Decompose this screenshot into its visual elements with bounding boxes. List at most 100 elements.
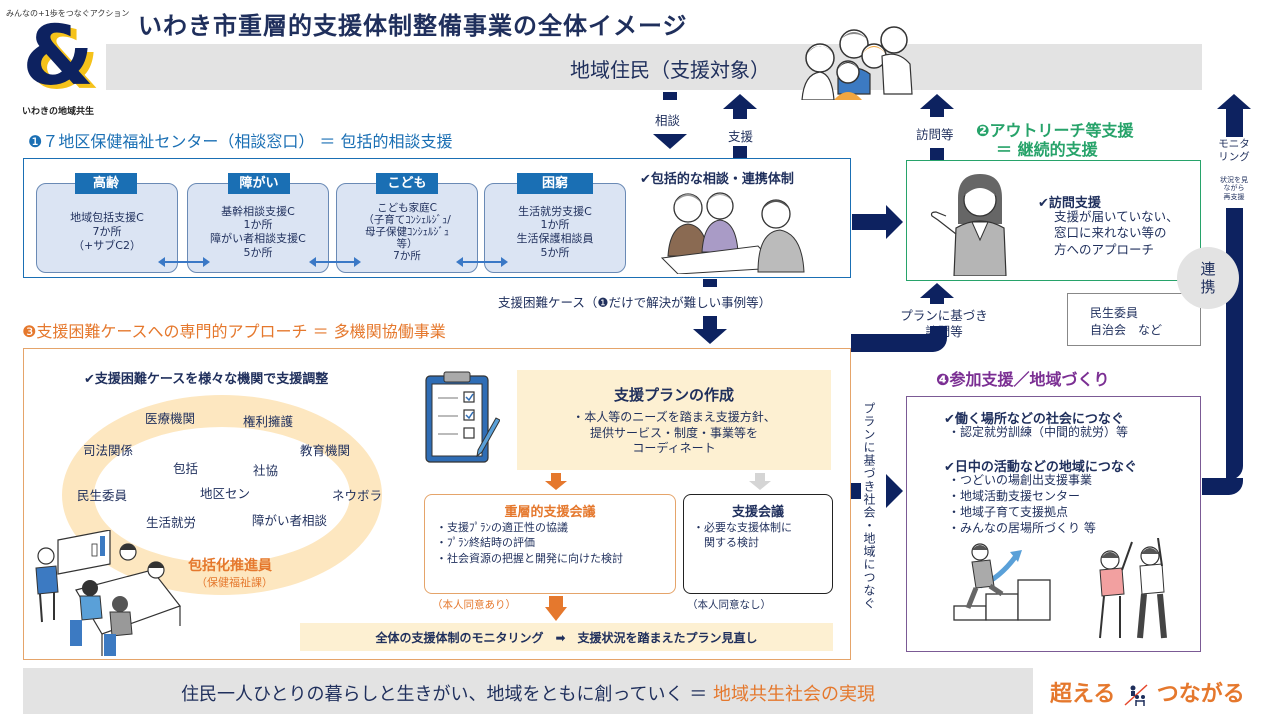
support-meeting-items: ・必要な支援体制に 関する検討 xyxy=(693,521,792,550)
category-box-disability[interactable]: 基幹相談支援C 1か所 障がい者相談支援C 5か所 xyxy=(187,183,329,273)
support-label: 支援 xyxy=(728,129,754,144)
org-label: 民生委員 xyxy=(77,488,128,503)
residents-band xyxy=(106,44,1202,90)
section2-subtitle: ＝ 継続的支援 xyxy=(996,140,1098,159)
participation-item: ・地域活動支援センター xyxy=(948,489,1081,503)
visit-support-title: ✔訪問支援 xyxy=(1038,196,1101,211)
page-title: いわき市重層的支援体制整備事業の全体イメージ xyxy=(138,12,688,40)
footer-band xyxy=(23,668,1033,714)
difficult-case-arrow-shaft xyxy=(703,316,717,330)
section4-title: ❹参加支援／地域づくり xyxy=(936,370,1110,389)
visit-arrow-shaft xyxy=(930,109,944,117)
plan-visit-arrow-head-icon xyxy=(920,283,954,298)
support-plan-box xyxy=(517,370,831,470)
monitoring-arrow-connector xyxy=(1202,478,1243,495)
support-plan-title: 支援プランの作成 xyxy=(613,386,734,404)
consult-label: 相談 xyxy=(655,113,681,128)
participation-item: ・みんなの居場所づくり 等 xyxy=(948,521,1096,535)
support-arrow-shaft xyxy=(733,109,747,119)
brand-slogan: 超える つながる xyxy=(1050,676,1245,708)
support-meeting-box xyxy=(683,494,833,594)
consultation-illustration-icon xyxy=(660,192,805,274)
participation-heading: ✔働く場所などの社会につなぐ xyxy=(944,412,1124,427)
plan-visit-connector xyxy=(851,334,947,352)
consult-arrow-head-icon xyxy=(653,134,687,149)
monitoring-text: 全体の支援体制のモニタリング ➡ 支援状況を踏まえたプラン見直し xyxy=(375,631,758,645)
org-label: 教育機関 xyxy=(300,443,351,458)
participation-item: ・つどいの場創出支援事業 xyxy=(948,473,1093,487)
visit-arrow-head-icon xyxy=(920,94,954,109)
org-label: 医療機関 xyxy=(145,411,196,426)
org-label: 権利擁護 xyxy=(243,414,294,429)
org-label: 包括 xyxy=(173,461,199,476)
difficult-case-arrow-head-icon xyxy=(693,329,727,344)
visit-label: 訪問等 xyxy=(916,127,954,142)
org-label: 社協 xyxy=(253,463,279,478)
category-body: 基幹相談支援C 1か所 障がい者相談支援C 5か所 xyxy=(210,204,306,259)
support-meeting-title: 支援会議 xyxy=(731,505,784,520)
category-tag-children: こども xyxy=(376,173,438,194)
footer-accent: 地域共生社会の実現 xyxy=(713,684,875,705)
org-label: 司法関係 xyxy=(83,443,134,458)
layered-meeting-title: 重層的支援会議 xyxy=(504,505,596,520)
consent-no-label: （本人同意なし） xyxy=(687,599,771,611)
category-tag-elderly: 高齢 xyxy=(75,173,137,194)
promoter-dept: （保健福祉課） xyxy=(196,576,273,589)
plan-visit-arrow-shaft xyxy=(930,298,944,304)
partners-text: 民生委員 自治会 など xyxy=(1090,306,1163,337)
category-box-elderly[interactable]: 地域包括支援C 7か所 （+サブC2） xyxy=(36,183,178,273)
consent-yes-label: （本人同意あり） xyxy=(432,599,516,611)
layered-meeting-items: ・支援ﾌﾟﾗﾝの適正性の協議 ・ﾌﾟﾗﾝ終結時の評価 ・社会資源の把握と開発に向… xyxy=(436,521,623,565)
support-arrow-head-icon xyxy=(723,94,757,109)
consult-arrow-top xyxy=(663,92,677,100)
section2-title: ❷アウトリーチ等支援 xyxy=(976,121,1134,140)
participation-heading: ✔日中の活動などの地域につなぐ xyxy=(944,460,1137,475)
monitoring-arrow-shaft-top xyxy=(1226,109,1243,137)
section1-title: ❶７地区保健福祉センター（相談窓口） ＝ 包括的相談支援 xyxy=(28,132,453,151)
plan-connect-label: プランに基づき社会・地域につなぐ xyxy=(862,402,876,610)
team-meeting-illustration-icon xyxy=(35,530,181,656)
difficult-case-arrow-top xyxy=(703,279,717,287)
category-tag-poverty: 困窮 xyxy=(517,173,593,194)
to-monitoring-arrow-shaft xyxy=(549,596,563,608)
connecting-people-icon xyxy=(1124,684,1148,706)
layered-meeting-box xyxy=(424,494,676,594)
support-plan-body: ・本人等のニーズを踏まえ支援方針、 提供サービス・制度・事業等を コーディネート xyxy=(572,410,776,456)
brand-left: 超える xyxy=(1050,682,1116,707)
logo-name: いわきの地域共生 xyxy=(22,107,95,117)
participation-item: ・認定就労訓練（中間的就労）等 xyxy=(948,425,1129,439)
org-label: 地区セン xyxy=(200,486,251,501)
monitoring-sublabel: 状況を見 ながら 再支援 xyxy=(1220,176,1248,201)
category-body: こども家庭C （子育てｺﾝｼｪﾙｼﾞｭ/ 母子保健ｺﾝｼｪﾙｼﾞｭ 等） 7か所 xyxy=(363,201,451,263)
family-illustration-icon xyxy=(801,26,913,100)
cooperation-badge: 連 携 xyxy=(1177,247,1239,309)
monitoring-label: モニタ リング xyxy=(1218,138,1250,163)
visit-support-body: 支援が届いていない、 窓口に来れない等の 方へのアプローチ xyxy=(1054,209,1179,257)
svg-text:&: & xyxy=(28,18,100,98)
to-participation-arrow-head-icon xyxy=(886,474,903,508)
category-tag-disability: 障がい xyxy=(228,173,290,194)
section1-check-label: ✔包括的な相談・連携体制 xyxy=(640,172,794,187)
category-body: 生活就労支援C 1か所 生活保護相談員 5か所 xyxy=(516,204,594,259)
monitoring-band xyxy=(300,623,833,651)
org-label: 生活就労 xyxy=(146,515,197,530)
org-label: 障がい者相談 xyxy=(252,513,328,528)
link-arrow-icon xyxy=(309,257,361,267)
visit-arrow-tail xyxy=(930,148,944,160)
participation-item: ・地域子育て支援拠点 xyxy=(948,505,1069,519)
plan-to-layered-arrow-shaft xyxy=(551,473,561,481)
outreach-worker-illustration-icon xyxy=(930,174,1007,276)
plan-to-support-meeting-arrow-shaft xyxy=(755,473,765,481)
to-outreach-arrow-shaft xyxy=(852,214,888,230)
brand-right: つながる xyxy=(1156,682,1245,707)
monitoring-arrow-head-icon xyxy=(1217,94,1251,109)
link-arrow-icon xyxy=(456,257,508,267)
link-arrow-icon xyxy=(158,257,210,267)
residents-label: 地域住民（支援対象） xyxy=(570,58,770,82)
partners-box xyxy=(1067,293,1201,346)
section3-check-label: ✔支援困難ケースを様々な機関で支援調整 xyxy=(84,372,329,387)
plan-to-support-meeting-arrow-head-icon xyxy=(749,481,771,490)
logo-tagline: みんなの+1歩をつなぐアクション xyxy=(6,9,130,18)
difficult-case-label: 支援困難ケース（❶だけで解決が難しい事例等） xyxy=(498,295,772,310)
monitoring-arrow-shaft xyxy=(1226,208,1243,480)
